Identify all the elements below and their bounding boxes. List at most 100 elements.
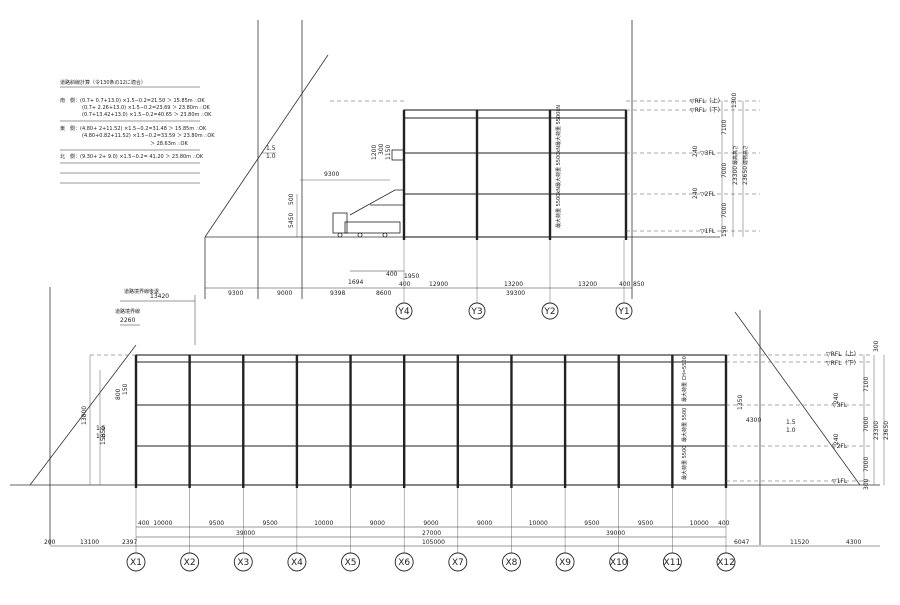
span-dim: 13200 (504, 281, 523, 288)
axis-label: X2 (184, 558, 196, 568)
level-dim: 240 (692, 145, 699, 157)
bay-load-label: 最大荷重 CH=5500 (681, 356, 688, 402)
axis-bubble-X8: X8 (502, 552, 521, 572)
notes-row: (4.80+0.82+11.52) ×1.5−0.2=33.59 ＞ 23.80… (82, 133, 215, 139)
left-vert-dim: 13800 (81, 406, 88, 425)
span-dim: 9000 (370, 520, 385, 527)
level-dim: 7000 (863, 457, 870, 472)
level-label: ▽1FL (700, 228, 716, 235)
upper-elevation: 1.5 1.0 (204, 54, 760, 320)
level-dim: 1300 (731, 93, 738, 108)
axis-bubble-Y2: Y2 (541, 302, 559, 320)
level-label: ▽3FL (832, 402, 848, 409)
slope-ratio: 1.5 (266, 145, 276, 152)
left-vert-dim: 15850 (100, 426, 107, 445)
svg-text:Y1: Y1 (617, 307, 629, 317)
setback-slope-line (734, 311, 861, 486)
bay-load-label: 最大荷重 5500kN (555, 187, 562, 228)
span-dim: 400 (619, 281, 631, 288)
dim-1350: 1350 (737, 395, 744, 410)
level-dim: 7100 (863, 377, 870, 392)
slope-ratio: 1.0 (96, 433, 106, 440)
span-dim: 9000 (477, 520, 492, 527)
setback-slope-line (204, 54, 329, 238)
level-label: ▽3FL (700, 150, 716, 157)
total-height: 23650 (742, 166, 749, 185)
setback-label: 道路境界線 (115, 308, 140, 315)
dim-9300: 9300 (324, 171, 339, 178)
axis-bubble-X2: X2 (180, 552, 200, 572)
lower-frame (135, 354, 727, 486)
axis-label: X10 (610, 558, 628, 568)
level-dim: 300 (873, 340, 880, 352)
axis-bubble-X10: X10 (609, 552, 629, 572)
axis-label: X4 (291, 558, 303, 568)
span-dim: 9000 (423, 520, 438, 527)
axis-label: X9 (559, 558, 571, 568)
reference-lines (49, 20, 761, 545)
total-height: 23300 (873, 421, 880, 440)
level-label: ▽RFL（下） (690, 107, 724, 114)
dim-1950: 1950 (404, 273, 419, 280)
setback-dim: 2260 (120, 317, 135, 324)
axis-label: X7 (452, 558, 464, 568)
right-dim: 4300 (846, 539, 861, 546)
total-height: 23300 (732, 166, 739, 185)
span-dim: 12900 (429, 281, 448, 288)
span-dim: 10000 (314, 520, 333, 527)
level-label: ▽2FL (700, 191, 716, 198)
span-dim: 9500 (209, 520, 224, 527)
dim-4300: 4300 (746, 417, 761, 424)
notes-title: 道路斜線計算（令130条の12に適合） (60, 79, 146, 86)
left-vert-dim: 150 (122, 383, 129, 395)
setback-dim: 13420 (150, 293, 169, 300)
level-dim: 7000 (721, 203, 728, 218)
axis-bubble-Y1: Y1 (615, 302, 633, 320)
level-dim: 150 (721, 225, 728, 237)
level-label: ▽RFL（上） (826, 350, 860, 358)
level-label: ▽RFL（下） (826, 360, 860, 367)
notes-row: (0.7+ 2.26+13.0) ×1.5−0.2=23.69 ＞ 23.80m… (82, 105, 211, 111)
axis-label: X8 (506, 558, 518, 568)
right-dim: 11520 (790, 539, 809, 546)
slope-ratio: 1.0 (786, 427, 796, 434)
axis-label: X1 (130, 558, 142, 568)
total-height: 23650 (883, 421, 890, 440)
upper-total-dim: 39300 (506, 290, 525, 297)
axis-bubble-X12: X12 (716, 552, 736, 572)
sub-total-dim: 39000 (236, 530, 255, 537)
crane-equipment (332, 149, 405, 238)
height-label: 建物高さ (742, 145, 749, 165)
lower-total-dim: 105000 (422, 539, 445, 546)
span-dim: 400 (399, 281, 411, 288)
span-dim: 9500 (262, 520, 277, 527)
axis-bubble-X11: X11 (662, 552, 682, 572)
setback-slope-line (29, 344, 137, 486)
span-dim: 10000 (690, 520, 709, 527)
level-label: ▽2FL (832, 443, 848, 450)
sub-total-dim: 39000 (606, 530, 625, 537)
notes-row: ＞ 28.63m ∴OK (150, 141, 188, 147)
level-lines (90, 354, 870, 482)
lower-columns (134, 355, 728, 488)
dim-5450: 5450 (288, 213, 295, 228)
axis-bubble-Y4: Y4 (395, 302, 413, 320)
dim-400: 400 (386, 271, 398, 278)
svg-text:Y3: Y3 (470, 307, 482, 317)
span-dim: 400 (138, 520, 150, 527)
dim-1200: 1200 (371, 145, 378, 160)
upper-axis-bubbles: Y4 Y3 Y2 Y1 (395, 302, 633, 320)
axis-bubble-X6: X6 (394, 552, 414, 572)
level-label: ▽1FL (832, 478, 848, 485)
left-vert-dim: 800 (115, 388, 122, 400)
axis-bubble-X4: X4 (287, 552, 307, 572)
level-dim: 240 (692, 187, 699, 199)
level-dim: 300 (863, 478, 870, 490)
notes-row: 東 側：(4.80+ 2+11.52) ×1.5−0.2=31.48 ＞ 15.… (60, 125, 207, 132)
upper-frame (403, 109, 627, 238)
left-dim: 9398 (330, 290, 345, 297)
axis-label: X11 (664, 558, 682, 568)
span-dim: 10000 (529, 520, 548, 527)
